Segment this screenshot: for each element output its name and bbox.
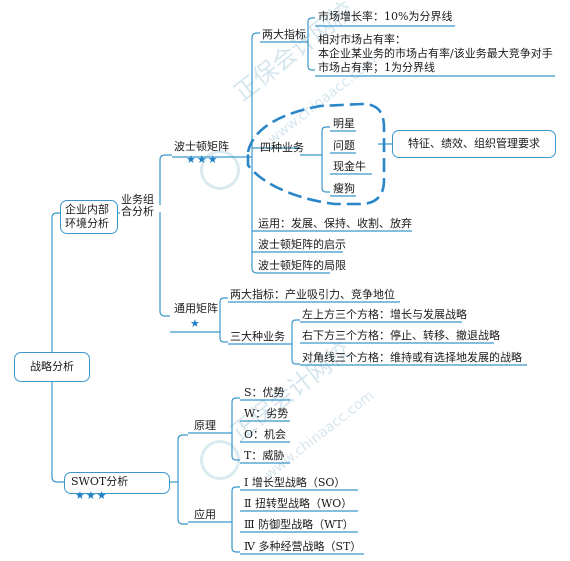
bcg-limitation: 波士顿矩阵的局限 <box>258 259 346 272</box>
ge-item-top-left: 左上方三个方格：增长与发展战略 <box>302 308 467 321</box>
ge-stars: ★ <box>190 317 201 330</box>
application-st: Ⅳ 多种经营战略（ST） <box>244 540 362 553</box>
portfolio-label-line1: 业务组 <box>121 193 154 206</box>
swot-label: SWOT分析 <box>71 475 129 488</box>
watermark-logo-top <box>200 150 240 190</box>
share-line1: 相对市场占有率： <box>318 33 406 46</box>
principle-o: O：机会 <box>244 428 287 441</box>
bcg-four-types: 四种业务 <box>260 141 304 154</box>
root-node: 战略分析 <box>14 352 90 382</box>
internal-label-line1: 企业内部 <box>65 203 109 216</box>
dashed-highlight <box>246 102 386 206</box>
internal-label-line2: 环境分析 <box>65 217 109 230</box>
principle-t: T：威胁 <box>244 449 285 462</box>
ge-title: 通用矩阵 <box>174 302 218 315</box>
ge-nine-cells: 三大种业务 <box>230 330 285 343</box>
share-line2: 本企业某业务的市场占有率/该业务最大竞争对手 <box>318 47 553 60</box>
application-wo: Ⅱ 扭转型战略（WO） <box>244 497 353 510</box>
swot-node: SWOT分析 ★★★ <box>64 472 170 502</box>
swot-application: 应用 <box>194 508 216 521</box>
bcg-title: 波士顿矩阵 <box>174 140 229 153</box>
ge-item-bottom-right: 右下方三个方格：停止、转移、撤退战略 <box>302 329 500 342</box>
type-star: 明星 <box>333 117 355 130</box>
ge-two-indicators: 两大指标：产业吸引力、竞争地位 <box>230 288 395 301</box>
swot-stars: ★★★ <box>75 489 108 502</box>
application-so: Ⅰ 增长型战略（SO） <box>244 476 346 489</box>
bcg-two-indicators: 两大指标 <box>262 28 306 41</box>
internal-analysis-node: 企业内部 环境分析 <box>60 200 118 234</box>
bcg-use: 运用：发展、保持、收割、放弃 <box>258 217 412 230</box>
type-dog: 瘦狗 <box>333 182 355 195</box>
type-cash-cow: 现金牛 <box>333 160 366 173</box>
ge-item-diagonal: 对角线三个方格：维持或有选择地发展的战略 <box>302 351 522 364</box>
type-question: 问题 <box>333 139 355 152</box>
growth-rate-text: 市场增长率：10%为分界线 <box>318 10 453 23</box>
principle-w: W：劣势 <box>244 407 289 420</box>
bcg-inspiration: 波士顿矩阵的启示 <box>258 238 346 251</box>
bcg-stars: ★★★ <box>186 153 219 166</box>
application-wt: Ⅲ 防御型战略（WT） <box>244 518 354 531</box>
principle-s: S：优势 <box>244 386 285 399</box>
share-line3: 市场占有率；1为分界线 <box>318 61 435 74</box>
swot-principle: 原理 <box>194 419 216 432</box>
bcg-note-box: 特征、绩效、组织管理要求 <box>392 130 556 158</box>
portfolio-label-line2: 合分析 <box>121 205 154 218</box>
